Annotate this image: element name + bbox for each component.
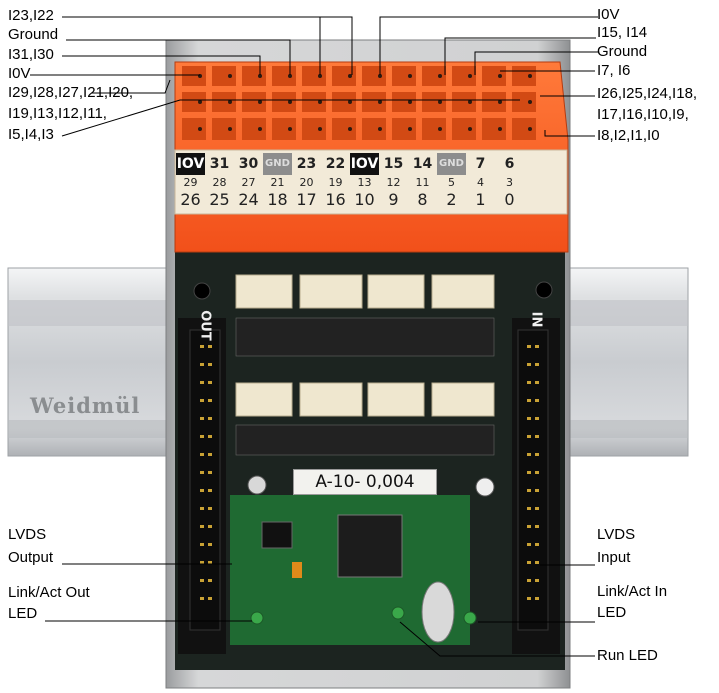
lvds-output-connector [189, 329, 221, 631]
terminal-bottom-label: 16 [325, 190, 346, 209]
label-i0v-left: I0V [8, 65, 31, 82]
terminal-bottom-label: 17 [296, 190, 317, 209]
link-act-in-led [463, 611, 477, 625]
terminal-mid-label: 20 [299, 176, 314, 189]
terminal-top-label: 6 [504, 156, 515, 172]
label-i31-i30: I31,I30 [8, 46, 54, 63]
rail-brand: Weidmül [30, 393, 141, 418]
terminal-top-label: 14 [412, 156, 433, 172]
label-left-group-2: I19,I13,I12,I11, [8, 105, 107, 122]
label-ground-left: Ground [8, 26, 59, 43]
terminal-mid-label: 4 [477, 176, 484, 189]
label-lvds-output-1: LVDS [8, 526, 47, 543]
terminal-top-label: 31 [209, 156, 230, 172]
label-lvds-input-2: Input [597, 549, 631, 566]
terminal-bottom-label: 9 [388, 190, 399, 209]
terminal-top-label: IOV [176, 153, 205, 175]
terminal-bottom-label: 10 [354, 190, 375, 209]
terminal-top-label: GND [263, 153, 292, 175]
label-left-group-1: I29,I28,I27,I21,I20, [8, 84, 134, 101]
terminal-top-label: 15 [383, 156, 404, 172]
out-label: OUT [197, 310, 213, 341]
label-ground-right: Ground [597, 43, 648, 60]
terminal-mid-label: 3 [506, 176, 513, 189]
label-link-out-1: Link/Act Out [8, 584, 90, 601]
terminal-top-label: 23 [296, 156, 317, 172]
label-i0v-right: I0V [597, 6, 620, 23]
terminal-mid-label: 12 [386, 176, 401, 189]
terminal-mid-label: 5 [448, 176, 455, 189]
label-i15-i14: I15, I14 [597, 24, 648, 41]
lvds-input-connector [517, 329, 549, 631]
label-i23-i22: I23,I22 [8, 7, 54, 24]
capacitor-left [247, 475, 267, 495]
terminal-mid-label: 21 [270, 176, 285, 189]
callout-lines [30, 16, 598, 657]
terminal-bottom-label: 1 [475, 190, 486, 209]
terminal-bottom-label: 26 [180, 190, 201, 209]
ic-small [261, 521, 293, 549]
terminal-mid-label: 19 [328, 176, 343, 189]
terminal-mid-label: 27 [241, 176, 256, 189]
label-link-in-2: LED [597, 604, 627, 621]
terminal-top-label: IOV [350, 153, 379, 175]
label-right-group-2: I17,I16,I10,I9, [597, 106, 689, 123]
terminal-bottom-label: 18 [267, 190, 288, 209]
terminal-bottom-label: 0 [504, 190, 515, 209]
label-right-group-3: I8,I2,I1,I0 [597, 127, 660, 144]
ethercat-chip [337, 514, 403, 578]
terminal-mid-row: 29 28 27 21 20 19 13 12 11 5 4 3 [176, 176, 524, 189]
terminal-mid-label: 28 [212, 176, 227, 189]
terminal-top-label: 30 [238, 156, 259, 172]
label-i7-i6: I7, I6 [597, 62, 631, 79]
terminal-top-label: GND [437, 153, 466, 175]
optocouplers [235, 274, 495, 417]
mounting-hole-right [535, 281, 553, 299]
terminal-bottom-label: 8 [417, 190, 428, 209]
run-led [391, 606, 405, 620]
terminal-mid-label: 29 [183, 176, 198, 189]
terminal-top-label: 7 [475, 156, 486, 172]
terminal-mid-label: 13 [357, 176, 372, 189]
in-label: IN [528, 311, 544, 328]
terminal-mid-label: 11 [415, 176, 430, 189]
tantalum-capacitor [292, 562, 302, 578]
label-lvds-output-2: Output [8, 549, 54, 566]
link-act-out-led [250, 611, 264, 625]
label-lvds-input-1: LVDS [597, 526, 636, 543]
crystal [421, 581, 455, 643]
terminal-bottom-label: 24 [238, 190, 259, 209]
label-left-group-3: I5,I4,I3 [8, 126, 54, 143]
resistor-arrays [235, 317, 495, 456]
capacitor-right [475, 477, 495, 497]
module-part-label: A-10- 0,004 [293, 469, 437, 495]
label-link-in-1: Link/Act In [597, 583, 668, 600]
terminal-bottom-label: 2 [446, 190, 457, 209]
label-right-group-1: I26,I25,I24,I18, [597, 85, 698, 102]
mounting-hole-left [193, 282, 211, 300]
label-link-out-2: LED [8, 605, 38, 622]
terminal-top-label: 22 [325, 156, 346, 172]
label-run-led: Run LED [597, 647, 658, 664]
terminal-bottom-label: 25 [209, 190, 230, 209]
